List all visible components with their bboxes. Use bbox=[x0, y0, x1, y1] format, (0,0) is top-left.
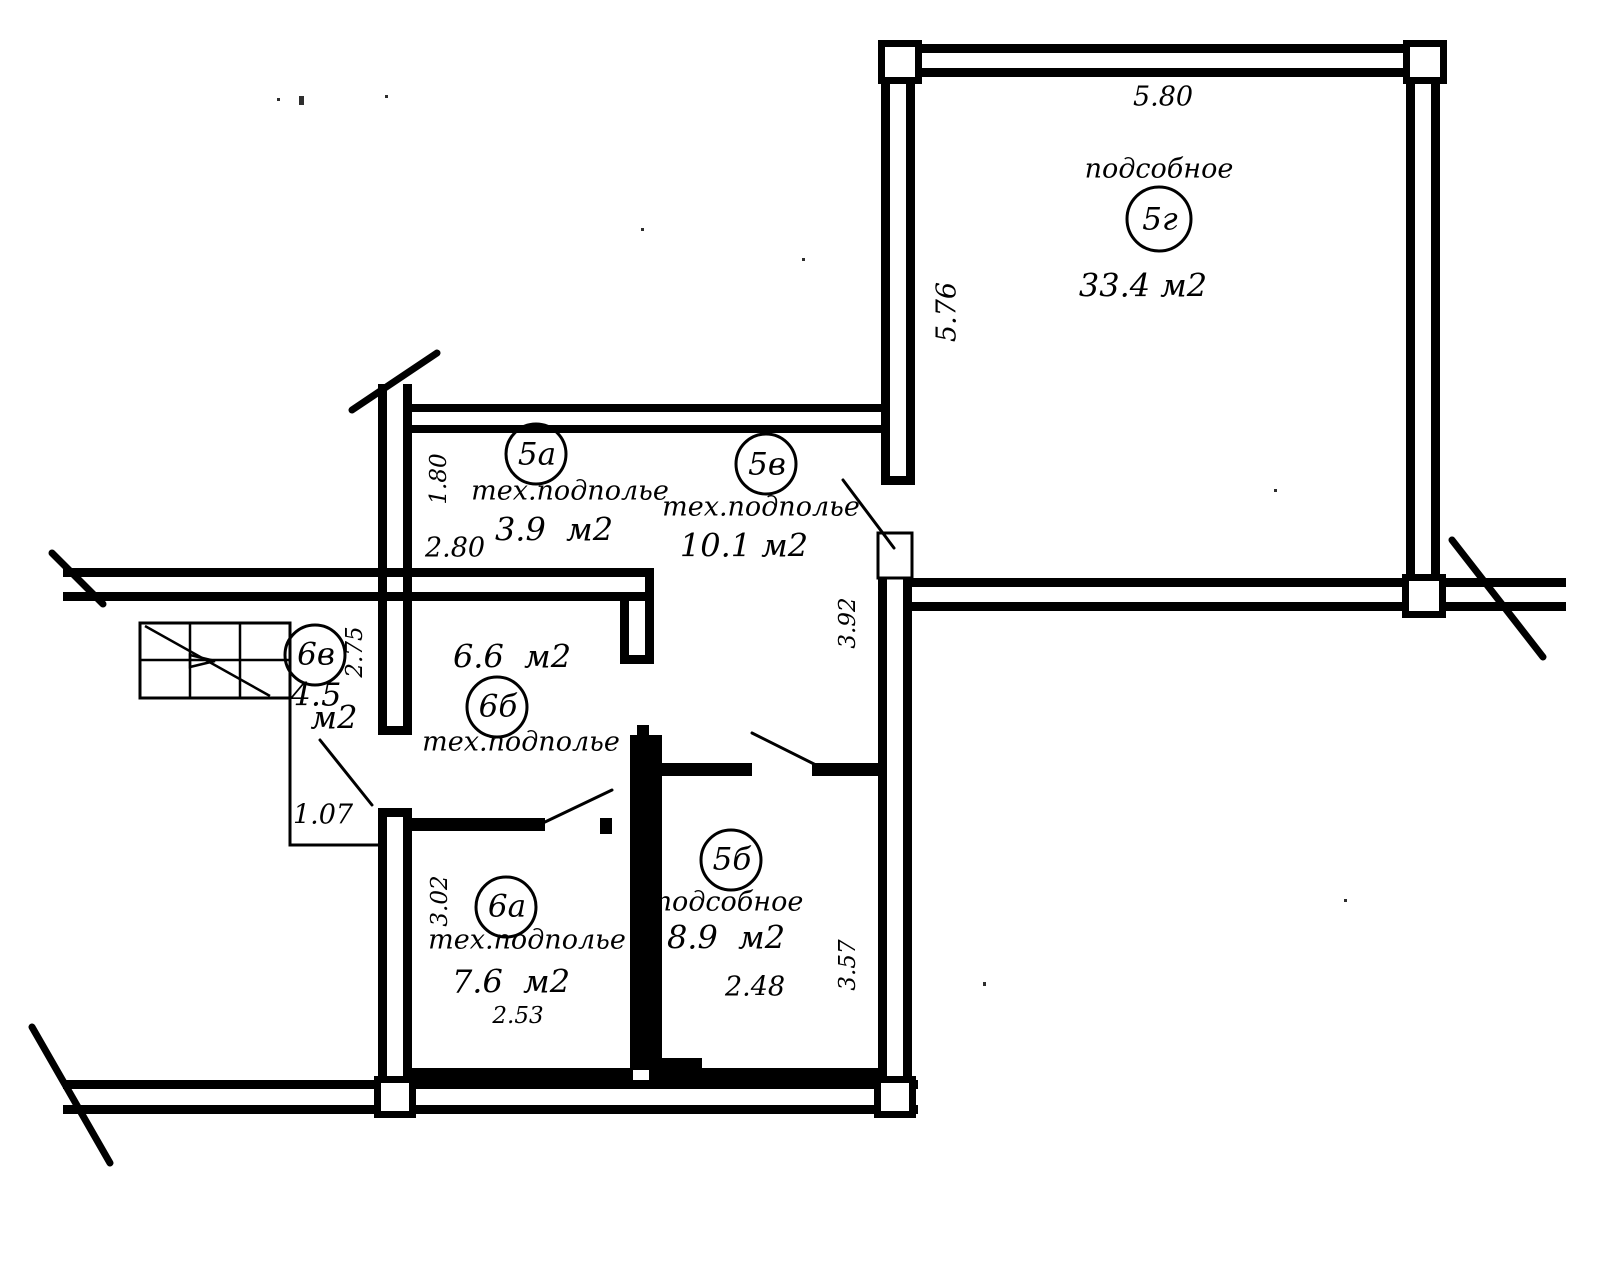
room-5b-code: 5б bbox=[713, 842, 753, 878]
room-6v-area-1: 4.5 bbox=[290, 676, 342, 714]
left-vertical-double-wall bbox=[348, 349, 441, 735]
room-6v-partition bbox=[288, 623, 378, 847]
room-5a-marker bbox=[504, 422, 568, 486]
room-6v-area-2: м2 bbox=[311, 699, 358, 737]
room-6b-stub-wall bbox=[630, 725, 752, 1070]
dimension-6v-bottom: 1.07 bbox=[293, 800, 354, 831]
dimension-5a-bottom: 2.80 bbox=[424, 533, 485, 564]
dimension-5b-right: 3.57 bbox=[835, 939, 861, 991]
dimension-5g-left: 5.76 bbox=[932, 282, 963, 342]
dimension-5a-left: 1.80 bbox=[426, 453, 452, 504]
right-horizontal-double-wall bbox=[903, 536, 1566, 661]
room-5v-code: 5в bbox=[748, 447, 786, 483]
room-5b-area: 8.9 м2 bbox=[667, 919, 785, 957]
room-6b-name: тех.подполье bbox=[422, 727, 620, 758]
room-6b-code: 6б bbox=[479, 689, 519, 725]
room-6v-marker bbox=[283, 623, 347, 687]
room-label-5v: 5в тех.подполье 10.1 м2 bbox=[662, 432, 860, 565]
room-label-5b: 5б подсобное 8.9 м2 bbox=[655, 828, 804, 957]
dimension-5g-top: 5.80 bbox=[1133, 82, 1193, 113]
room-5b-name: подсобное bbox=[655, 887, 804, 918]
room-6a-marker bbox=[474, 875, 538, 939]
dimension-6a-bottom: 2.53 bbox=[491, 1003, 543, 1029]
dimension-5b-bottom: 2.48 bbox=[724, 972, 785, 1003]
bottom-horizontal-double-wall bbox=[28, 1023, 918, 1167]
stair-detail bbox=[138, 621, 292, 700]
room-5g-code: 5г bbox=[1142, 202, 1178, 238]
room-5g-name: подсобное bbox=[1085, 154, 1234, 185]
room-5v-area: 10.1 м2 bbox=[680, 527, 808, 565]
room-5v-name: тех.подполье bbox=[662, 492, 860, 523]
partition-5b-left bbox=[750, 731, 884, 776]
scan-artifacts bbox=[277, 95, 1347, 986]
room-5g-walls bbox=[878, 40, 1447, 581]
room-label-6a: 6а тех.подполье 7.6 м2 bbox=[428, 875, 626, 1001]
room-6v-code: 6в bbox=[297, 637, 335, 673]
dimension-5v-right: 3.92 bbox=[835, 597, 861, 648]
room-6b-marker bbox=[465, 675, 529, 739]
room-label-5a: 5а тех.подполье 3.9 м2 bbox=[471, 422, 669, 549]
room-bottom-closures bbox=[403, 1068, 881, 1080]
room-6a-area: 7.6 м2 bbox=[452, 963, 570, 1001]
partition-6a-top bbox=[318, 738, 614, 834]
room-6a-code: 6а bbox=[488, 889, 526, 925]
room-label-6v: 6в 4.5 м2 bbox=[283, 623, 358, 737]
room-5a-name: тех.подполье bbox=[471, 476, 669, 507]
dimension-6v-right: 2.75 bbox=[342, 626, 368, 678]
room-label-6b: 6.6 м2 6б тех.подполье bbox=[422, 638, 620, 758]
dimension-6a-left: 3.02 bbox=[427, 875, 453, 926]
left-horizontal-double-wall bbox=[48, 549, 654, 664]
center-vertical-double-wall bbox=[378, 808, 412, 1097]
room-5g-marker bbox=[1125, 185, 1193, 253]
room-5v-marker bbox=[734, 432, 798, 496]
upper-horizontal-wall bbox=[403, 404, 888, 433]
room-6b-area: 6.6 м2 bbox=[453, 638, 571, 676]
room-5g-area: 33.4 м2 bbox=[1079, 267, 1207, 305]
room-5a-code: 5а bbox=[518, 437, 556, 473]
room-6a-name: тех.подполье bbox=[428, 925, 626, 956]
room-label-5g: подсобное 5г 33.4 м2 bbox=[1079, 154, 1233, 305]
main-right-vertical-wall bbox=[841, 478, 914, 1098]
room-5b-marker bbox=[699, 828, 763, 892]
room-5a-area: 3.9 м2 bbox=[495, 511, 613, 549]
